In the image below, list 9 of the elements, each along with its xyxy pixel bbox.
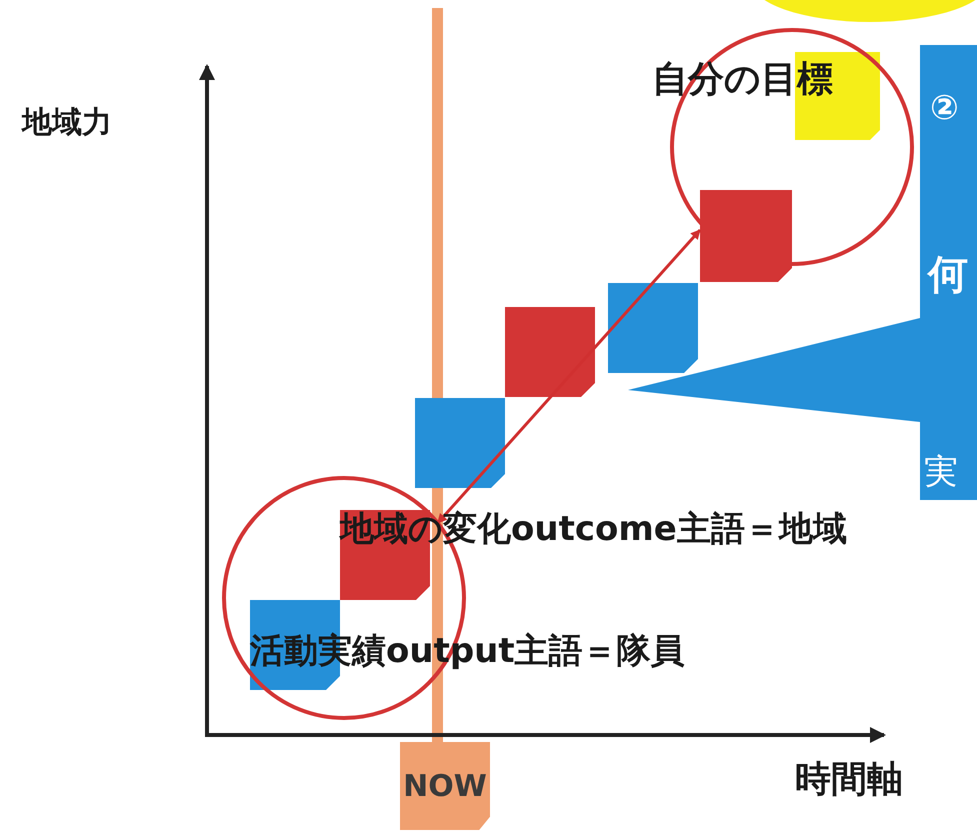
goal-block (700, 190, 792, 282)
callout-text: 実 (924, 455, 958, 489)
axis-title: 地域力 (22, 108, 112, 138)
axis-title: 時間軸 (795, 762, 903, 798)
callout-text: ② (930, 91, 959, 125)
callout-text: 何 (928, 255, 968, 295)
time-marker-box: NOW (400, 742, 490, 830)
double-arrow (436, 229, 702, 524)
callout-panel (628, 45, 977, 500)
